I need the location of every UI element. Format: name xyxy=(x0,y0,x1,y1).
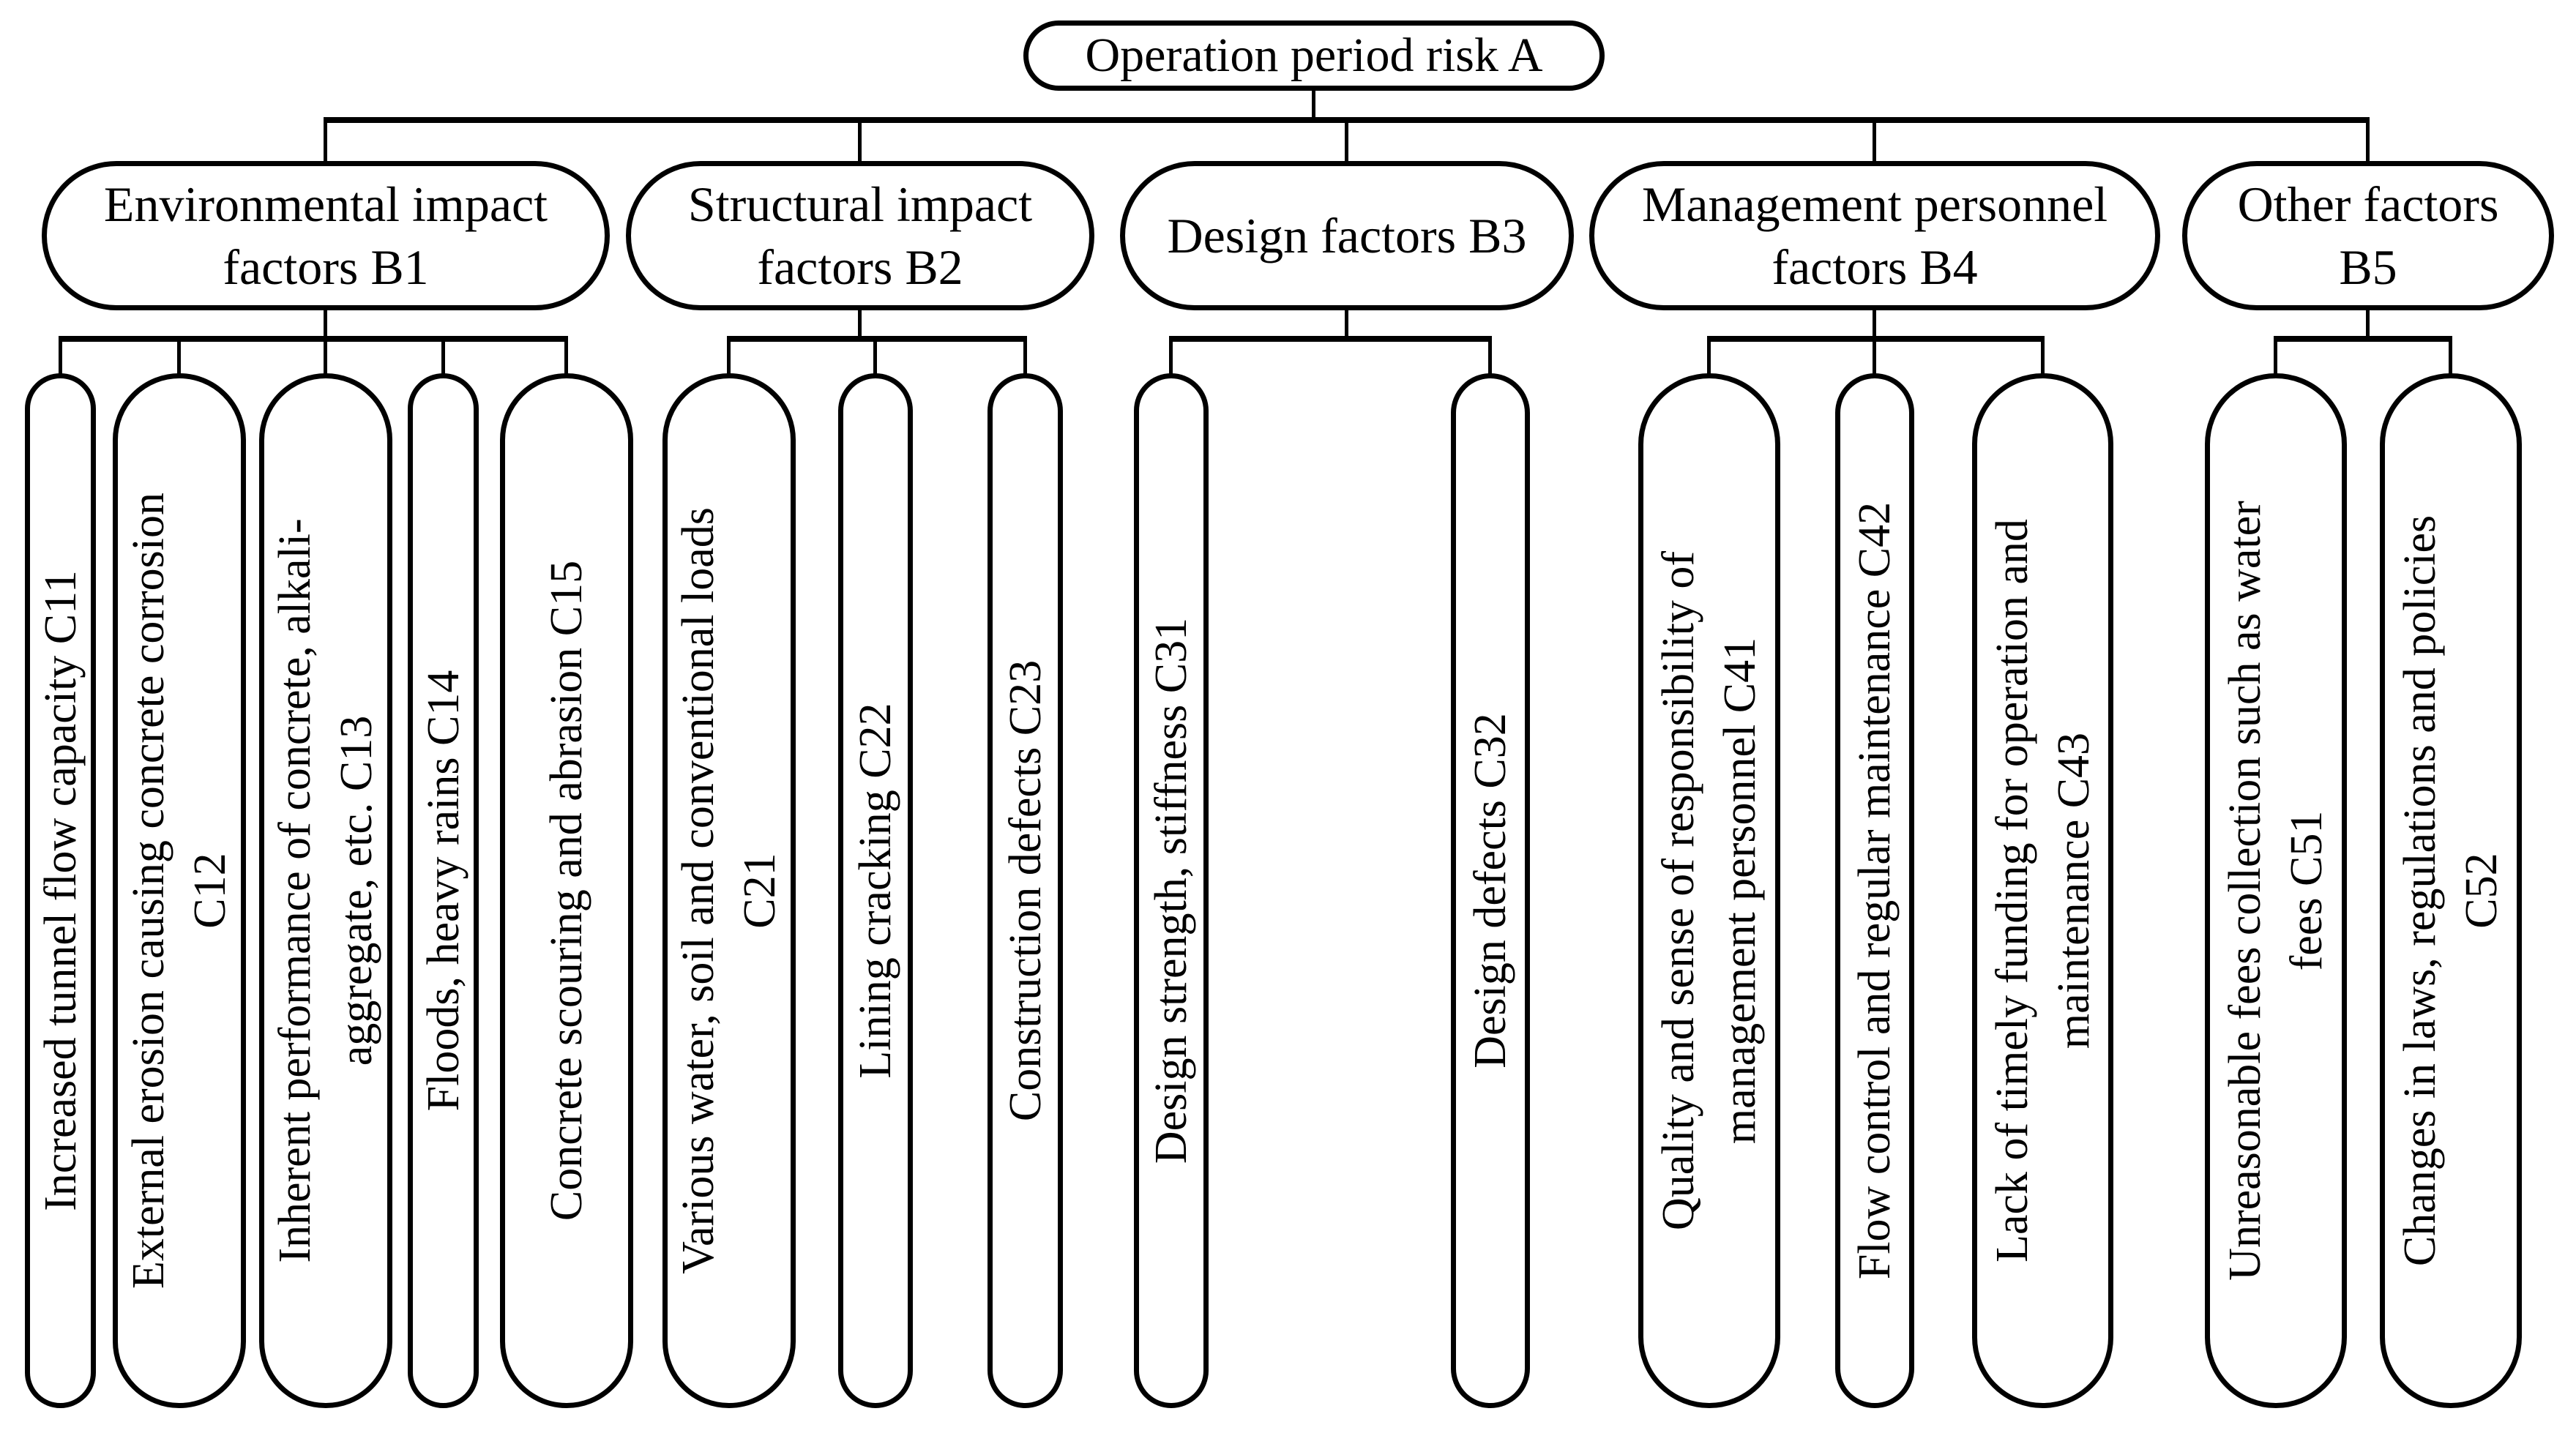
node-c43-label: Lack of timely funding for operation and… xyxy=(1987,519,2099,1262)
connector-c21-drop xyxy=(727,336,731,378)
node-c15-concrete-scouring-abrasion: Concrete scouring and abrasion C15 xyxy=(500,373,633,1408)
node-c42-label: Flow control and regular maintenance C42 xyxy=(1850,501,1900,1280)
connector-b1-stem xyxy=(324,309,327,341)
node-c32-label: Design defects C32 xyxy=(1466,713,1515,1069)
connector-c12-drop xyxy=(177,336,181,378)
node-b4-management-personnel-factors: Management personnel factors B4 xyxy=(1589,161,2160,310)
connector-root-stem xyxy=(1312,89,1315,122)
connector-c15-drop xyxy=(564,336,568,378)
node-c14-label: Floods, heavy rains C14 xyxy=(418,670,468,1112)
node-b4-label-line2: factors B4 xyxy=(1772,239,1978,295)
node-c14-floods-heavy-rains: Floods, heavy rains C14 xyxy=(408,373,479,1408)
node-b1-label-line1: Environmental impact xyxy=(103,176,548,232)
connector-c52-drop xyxy=(2449,336,2452,378)
node-c22-label: Lining cracking C22 xyxy=(851,703,900,1079)
node-c22-lining-cracking: Lining cracking C22 xyxy=(838,373,913,1408)
node-c21-label: Various water, soil and conventional loa… xyxy=(673,507,785,1274)
node-b5-label-line1: Other factors xyxy=(2237,176,2499,232)
node-c23-construction-defects: Construction defects C23 xyxy=(988,373,1063,1408)
node-c41-label: Quality and sense of responsibility of m… xyxy=(1654,550,1765,1231)
node-b3-label: Design factors B3 xyxy=(1167,208,1527,263)
node-root-operation-period-risk: Operation period risk A xyxy=(1023,20,1605,91)
connector-c51-drop xyxy=(2274,336,2277,378)
connector-c22-drop xyxy=(873,336,877,378)
node-c13-label: Inherent performance of concrete, alkali… xyxy=(270,518,381,1263)
connector-b3-stem xyxy=(1345,309,1348,341)
node-c11-increased-tunnel-flow-capacity: Increased tunnel flow capacity C11 xyxy=(25,373,96,1408)
node-b4-label-line1: Management personnel xyxy=(1641,176,2108,232)
node-c15-label: Concrete scouring and abrasion C15 xyxy=(542,560,591,1221)
connector-b5-drop xyxy=(2366,117,2370,162)
connector-c31-drop xyxy=(1169,336,1173,378)
connector-b1-bus xyxy=(60,336,567,342)
node-c12-label: External erosion causing concrete corros… xyxy=(124,492,235,1290)
connector-c43-drop xyxy=(2041,336,2045,378)
node-b2-structural-impact-factors: Structural impact factors B2 xyxy=(626,161,1094,310)
node-b1-environmental-impact-factors: Environmental impact factors B1 xyxy=(42,161,610,310)
node-c52-label: Changes in laws, regulations and policie… xyxy=(2395,515,2506,1267)
connector-c11-drop xyxy=(59,336,62,378)
node-b5-other-factors: Other factors B5 xyxy=(2182,161,2554,310)
node-c51-label: Unreasonable fees collection such as wat… xyxy=(2220,501,2332,1281)
node-c31-design-strength-stiffness: Design strength, stiffness C31 xyxy=(1134,373,1209,1408)
connector-c13-drop xyxy=(324,336,327,378)
connector-b3-drop xyxy=(1345,117,1348,162)
connector-b2-bus xyxy=(729,336,1025,342)
connector-b4-stem xyxy=(1873,309,1876,341)
node-b3-design-factors: Design factors B3 xyxy=(1120,161,1574,310)
node-c11-label: Increased tunnel flow capacity C11 xyxy=(35,570,86,1211)
connector-c41-drop xyxy=(1707,336,1711,378)
connector-b3-bus xyxy=(1171,336,1490,342)
connector-b1-drop xyxy=(324,117,327,162)
node-b5-label-line2: B5 xyxy=(2339,239,2397,295)
node-c51-unreasonable-fees-collection: Unreasonable fees collection such as wat… xyxy=(2205,373,2347,1408)
node-c52-changes-in-laws-regulations: Changes in laws, regulations and policie… xyxy=(2380,373,2522,1408)
node-c23-label: Construction defects C23 xyxy=(1000,659,1050,1122)
connector-c32-drop xyxy=(1488,336,1492,378)
connector-c23-drop xyxy=(1023,336,1027,378)
node-root-label: Operation period risk A xyxy=(1085,29,1543,82)
connector-b5-stem xyxy=(2366,309,2370,341)
node-c41-quality-responsibility-personnel: Quality and sense of responsibility of m… xyxy=(1638,373,1780,1408)
connector-c14-drop xyxy=(441,336,445,378)
node-b1-label-line2: factors B1 xyxy=(223,239,429,295)
connector-b2-stem xyxy=(858,309,862,341)
connector-b2-drop xyxy=(858,117,862,162)
node-c32-design-defects: Design defects C32 xyxy=(1451,373,1530,1408)
node-b2-label-line2: factors B2 xyxy=(757,239,963,295)
node-c12-external-erosion-concrete-corrosion: External erosion causing concrete corros… xyxy=(113,373,246,1408)
node-c42-flow-control-regular-maintenance: Flow control and regular maintenance C42 xyxy=(1835,373,1914,1408)
node-c13-inherent-performance-of-concrete: Inherent performance of concrete, alkali… xyxy=(259,373,392,1408)
node-c43-lack-of-timely-funding: Lack of timely funding for operation and… xyxy=(1972,373,2113,1408)
connector-b5-bus xyxy=(2276,336,2451,342)
node-b2-label-line1: Structural impact xyxy=(687,176,1033,232)
connector-b4-drop xyxy=(1873,117,1876,162)
connector-c42-drop xyxy=(1873,336,1876,378)
node-c21-water-soil-conventional-loads: Various water, soil and conventional loa… xyxy=(662,373,796,1408)
node-c31-label: Design strength, stiffness C31 xyxy=(1146,617,1196,1164)
